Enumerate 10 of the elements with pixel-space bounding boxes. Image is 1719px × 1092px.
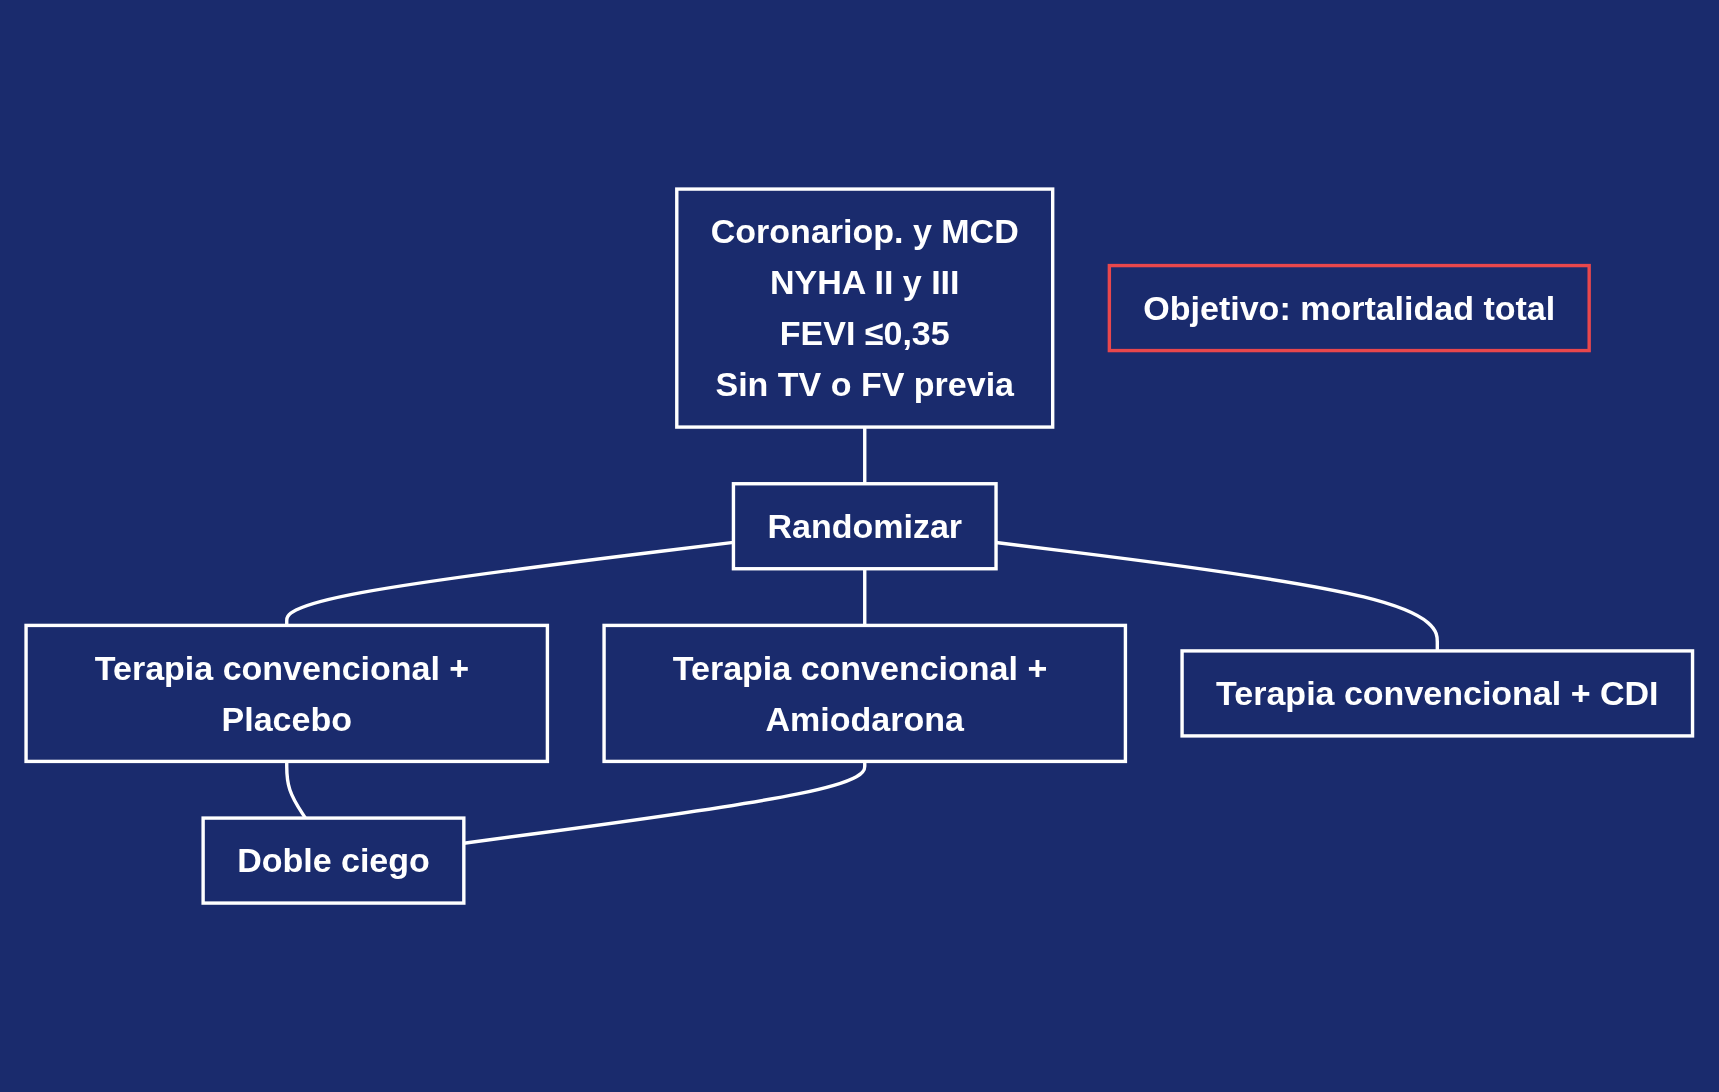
node-box: Coronariop. y MCD NYHA II y III FEVI ≤0,35 Sin TV o FV previa bbox=[675, 187, 1055, 429]
node-box: Objetivo: mortalidad total bbox=[1107, 263, 1592, 353]
node-box: Terapia convencional + Amiodarona bbox=[602, 623, 1128, 764]
node-box: Doble ciego bbox=[201, 816, 466, 905]
connector bbox=[863, 568, 867, 626]
node-box: Randomizar bbox=[731, 481, 998, 571]
connector bbox=[285, 761, 308, 819]
connector bbox=[863, 427, 867, 484]
node-box: Terapia convencional + Placebo bbox=[24, 623, 550, 764]
node-box: Terapia convencional + CDI bbox=[1180, 649, 1695, 738]
